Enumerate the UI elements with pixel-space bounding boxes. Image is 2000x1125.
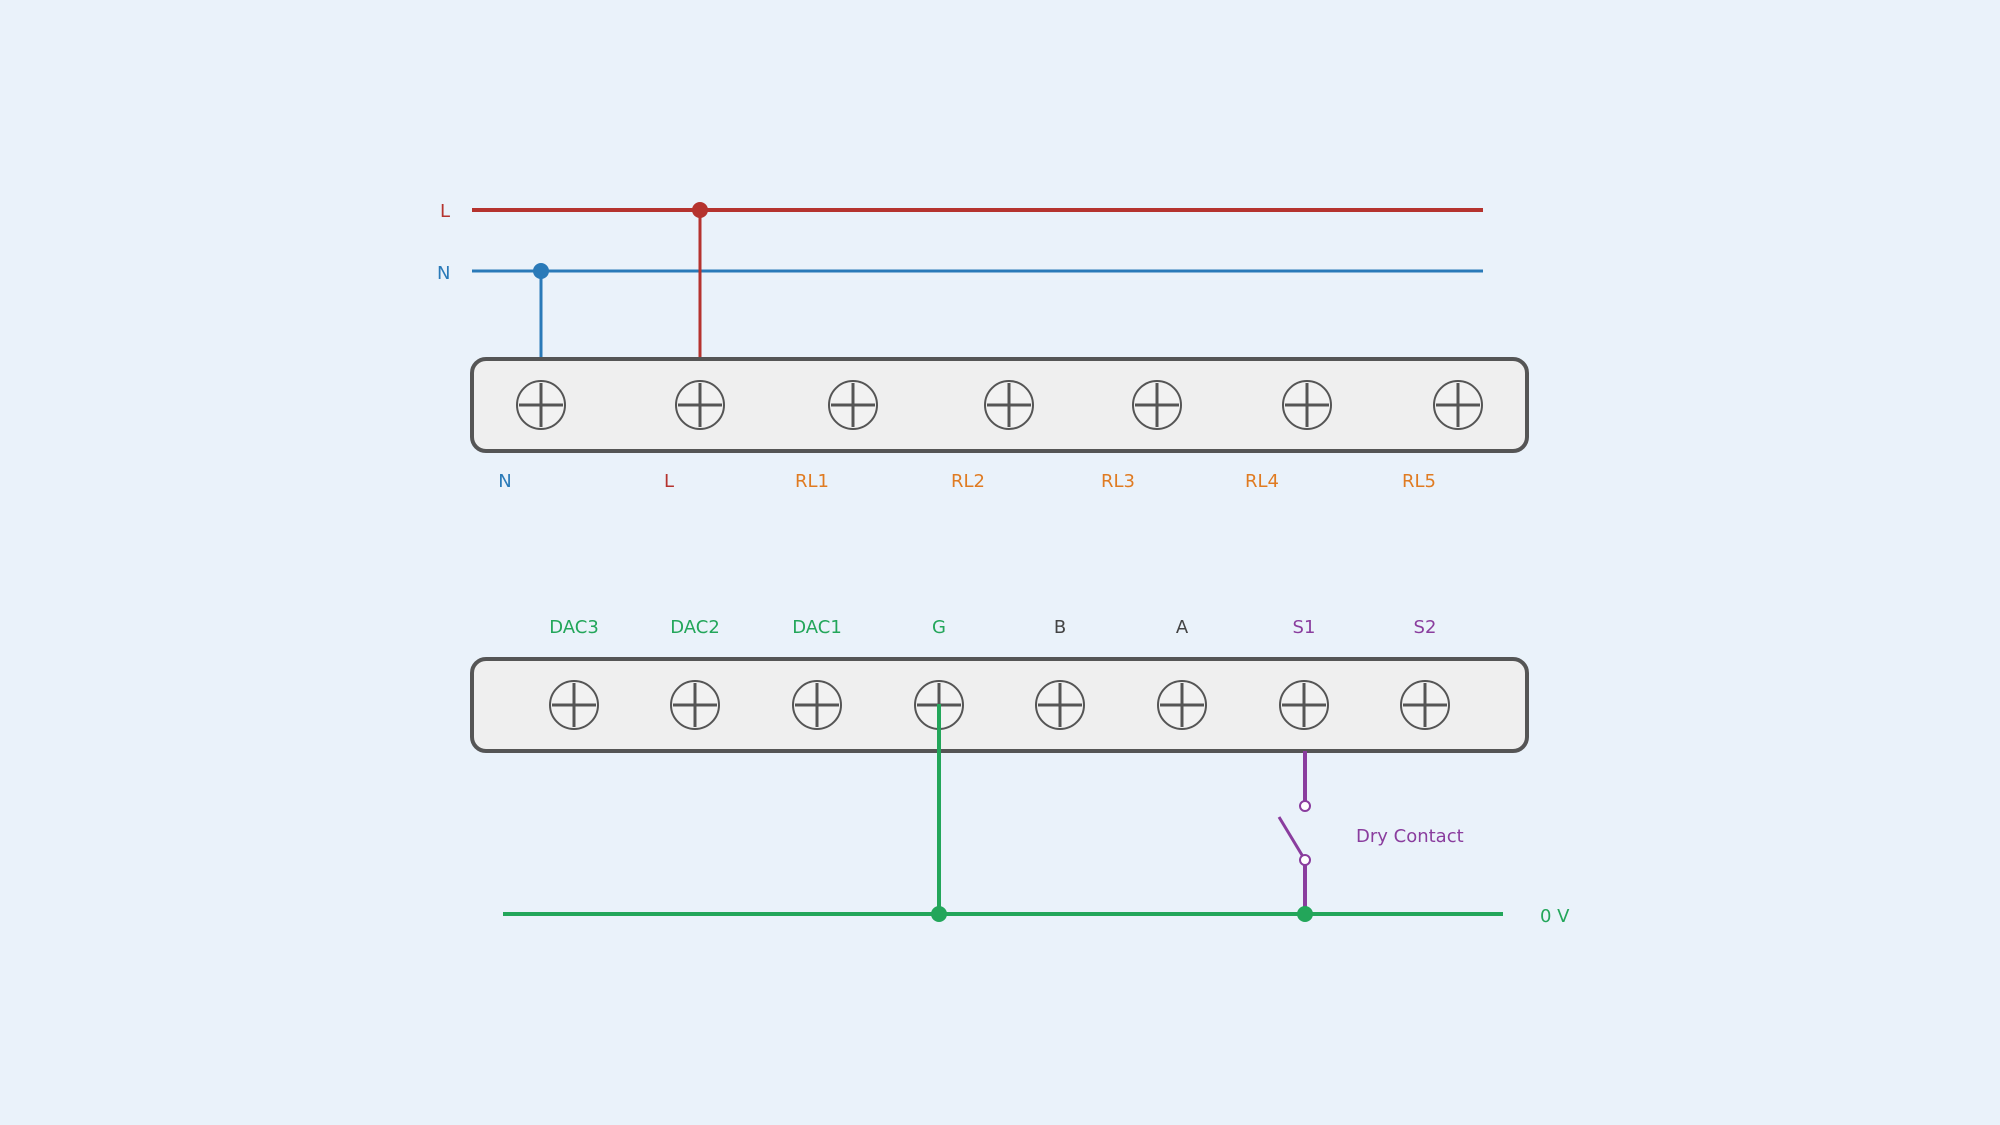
terminal-screw-dac3 — [549, 680, 599, 730]
terminal-screw-l — [675, 380, 725, 430]
ground-rail-label: 0 V — [1540, 906, 1570, 927]
terminal-label-rl3: RL3 — [1101, 471, 1135, 492]
terminal-screw-dac2 — [670, 680, 720, 730]
terminal-label-s2: S2 — [1414, 617, 1437, 638]
terminal-screw-a — [1157, 680, 1207, 730]
terminal-screw-b — [1035, 680, 1085, 730]
dry-contact-switch: Dry Contact — [1277, 751, 1464, 922]
terminal-label-a: A — [1176, 617, 1189, 638]
terminal-label-l: L — [664, 471, 674, 492]
bottom-block-body — [470, 657, 1529, 753]
terminal-screw-rl4 — [1282, 380, 1332, 430]
terminal-screw-rl2 — [984, 380, 1034, 430]
neutral-rail-label: N — [437, 263, 450, 284]
top-terminal-block: N L RL1 RL2 RL3 RL4 RL5 — [470, 357, 1529, 492]
terminal-label-g: G — [932, 617, 946, 638]
terminal-label-dac1: DAC1 — [792, 617, 842, 638]
terminal-label-rl5: RL5 — [1402, 471, 1436, 492]
terminal-screw-dac1 — [792, 680, 842, 730]
terminal-label-rl1: RL1 — [795, 471, 829, 492]
terminal-screw-rl3 — [1132, 380, 1182, 430]
terminal-label-rl2: RL2 — [951, 471, 985, 492]
neutral-junction-dot — [533, 263, 549, 279]
switch-blade — [1277, 816, 1307, 861]
line-junction-dot — [692, 202, 708, 218]
line-rail-label: L — [440, 201, 450, 222]
switch-upper-contact — [1299, 800, 1311, 812]
terminal-label-n: N — [498, 471, 511, 492]
ground-wiring: 0 V — [503, 704, 1570, 927]
bottom-terminal-block: DAC3 DAC2 DAC1 G B A S1 S2 — [470, 617, 1529, 753]
terminal-screw-rl5 — [1433, 380, 1483, 430]
switch-ground-dot — [1297, 906, 1313, 922]
top-terminals: N L RL1 RL2 RL3 RL4 RL5 — [498, 380, 1483, 492]
power-rails: L N — [437, 201, 1483, 284]
terminal-screw-n — [516, 380, 566, 430]
terminal-label-dac2: DAC2 — [670, 617, 720, 638]
terminal-screw-s2 — [1400, 680, 1450, 730]
terminal-label-rl4: RL4 — [1245, 471, 1279, 492]
terminal-screw-rl1 — [828, 380, 878, 430]
terminal-label-s1: S1 — [1293, 617, 1316, 638]
terminal-label-b: B — [1054, 617, 1066, 638]
switch-lower-contact — [1299, 854, 1311, 866]
dry-contact-label: Dry Contact — [1356, 826, 1464, 847]
power-drops — [533, 202, 708, 359]
terminal-screw-s1 — [1279, 680, 1329, 730]
g-junction-dot — [931, 906, 947, 922]
terminal-label-dac3: DAC3 — [549, 617, 599, 638]
